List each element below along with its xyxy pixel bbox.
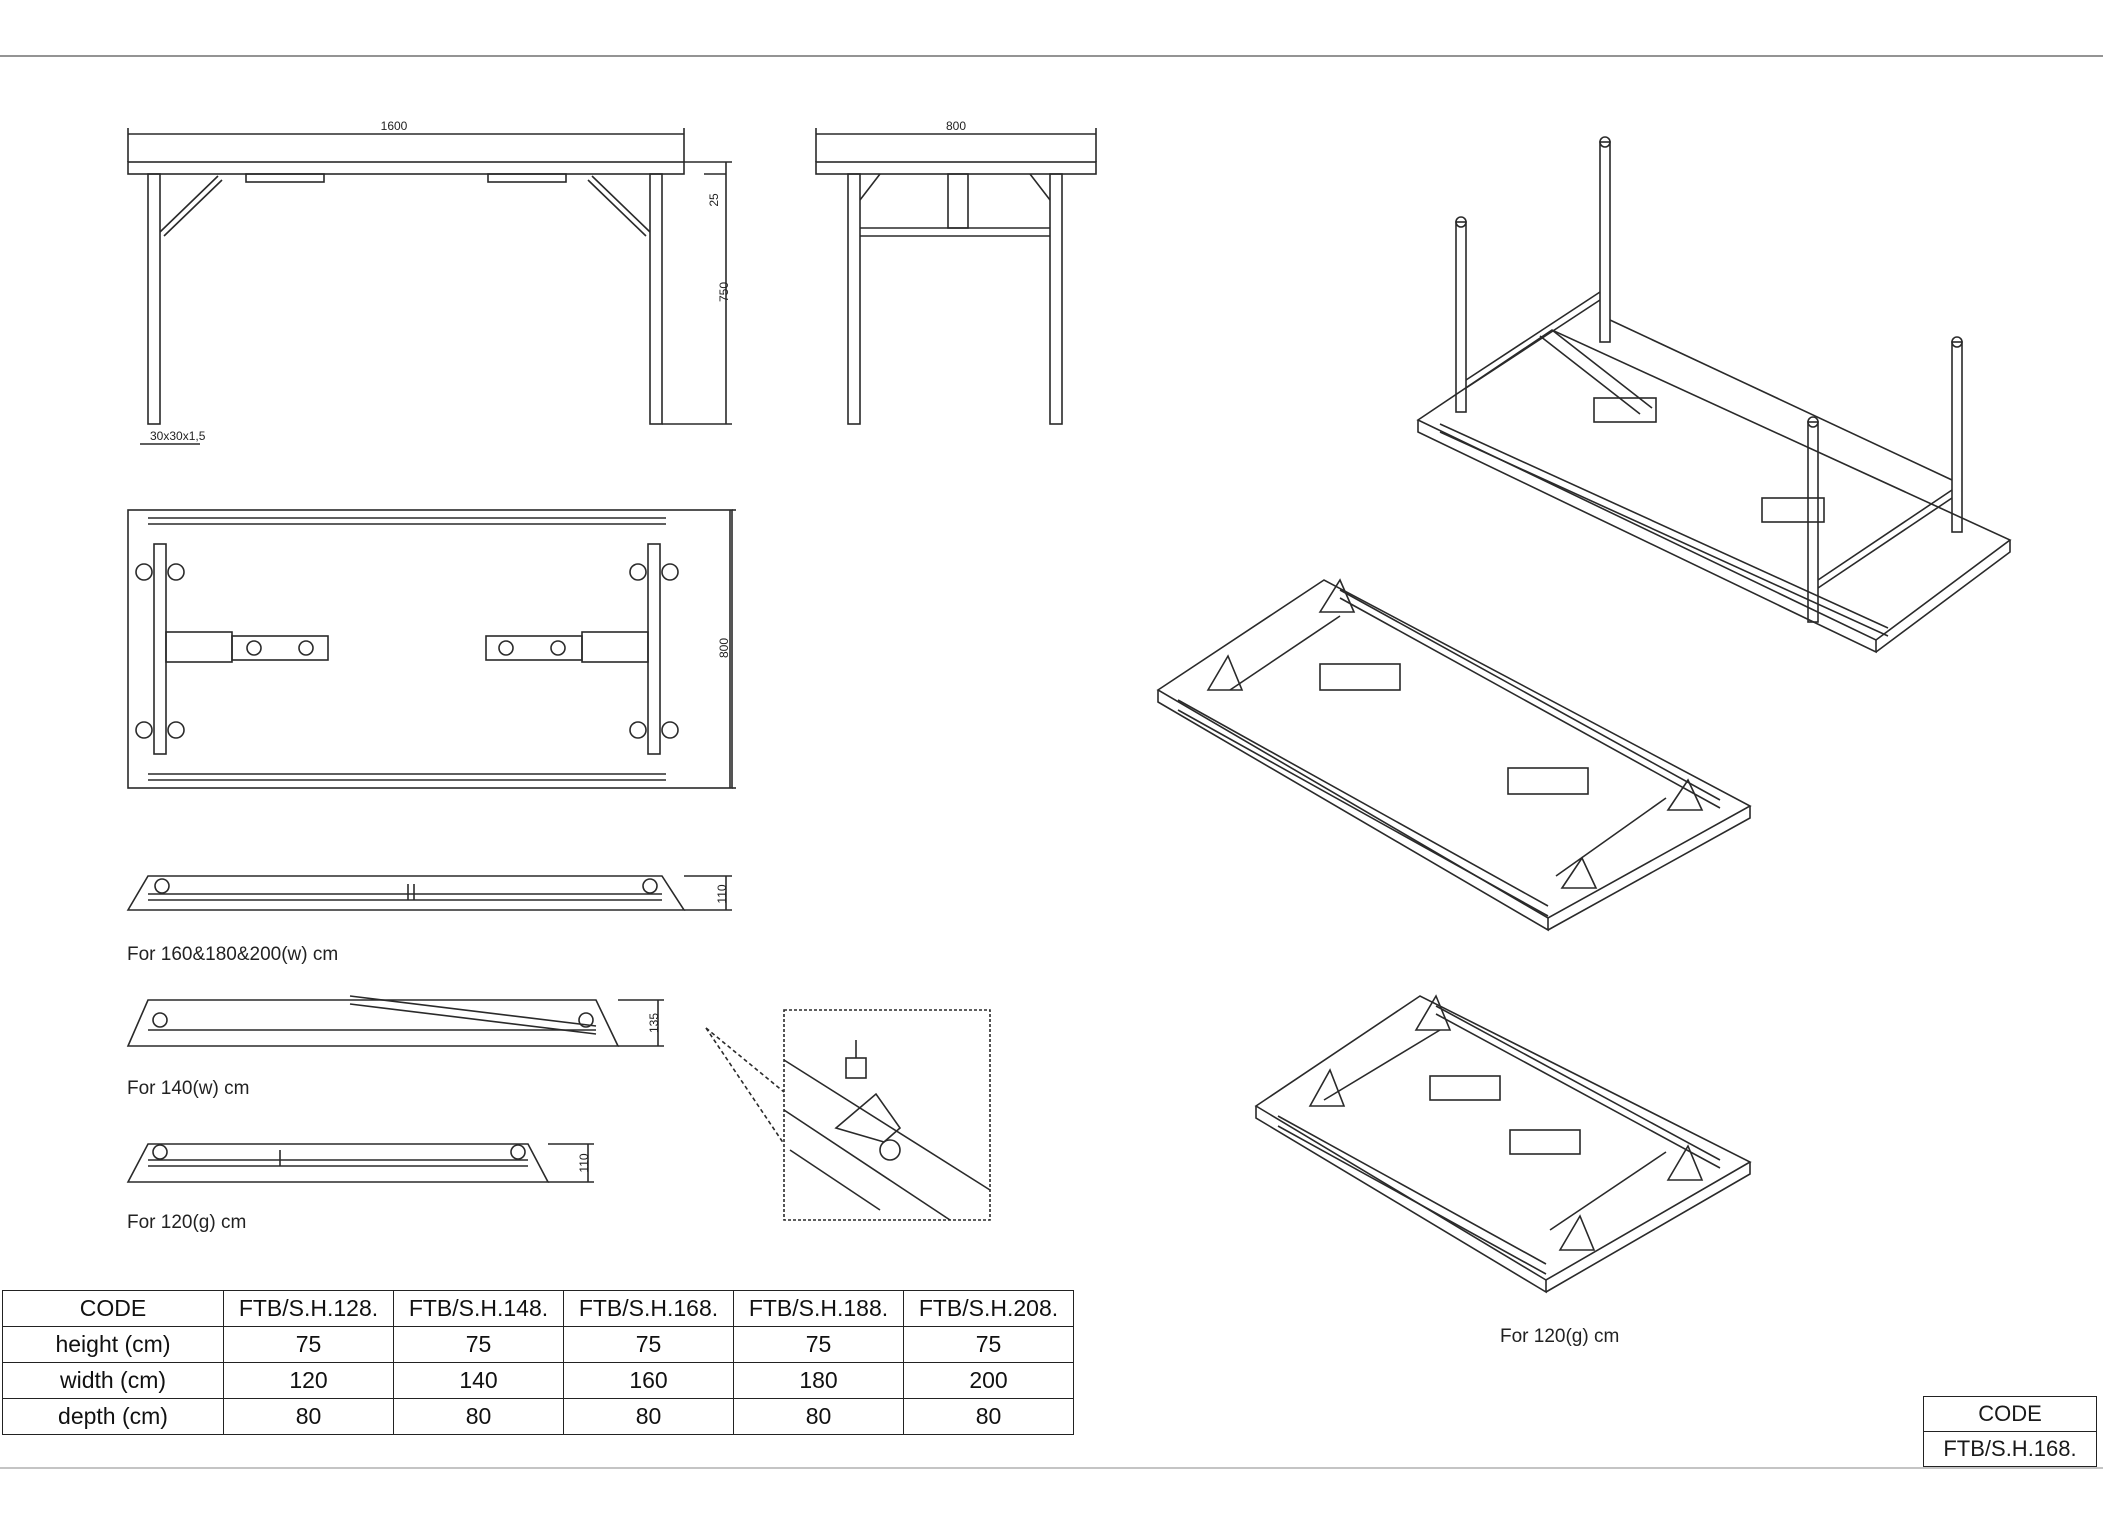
dim-apron: 25	[707, 193, 721, 207]
cell-value: 75	[223, 1326, 394, 1363]
cell-value: 80	[563, 1398, 734, 1435]
header-model: FTB/S.H.128.	[223, 1290, 394, 1327]
isometric-view-folded-120	[1254, 994, 1752, 1294]
cell-value: 75	[903, 1326, 1074, 1363]
cell-value: 80	[903, 1398, 1074, 1435]
header-model: FTB/S.H.188.	[733, 1290, 904, 1327]
folded-view-120	[126, 1143, 594, 1183]
folded-view-140	[126, 995, 664, 1047]
side-elevation	[815, 128, 1097, 425]
dim-folded-120: 110	[577, 1153, 591, 1172]
row-label: width (cm)	[2, 1362, 224, 1399]
spec-row-width: width (cm) 120 140 160 180 200	[2, 1362, 1074, 1399]
cell-value: 80	[223, 1398, 394, 1435]
cell-value: 140	[393, 1362, 564, 1399]
folded-view-160	[126, 875, 732, 911]
code-value: FTB/S.H.168.	[1923, 1431, 2097, 1467]
code-label: CODE	[1923, 1396, 2097, 1432]
dim-folded-160: 110	[715, 884, 729, 903]
cell-value: 75	[733, 1326, 904, 1363]
cell-value: 200	[903, 1362, 1074, 1399]
dim-height: 750	[717, 282, 731, 302]
header-model: FTB/S.H.168.	[563, 1290, 734, 1327]
plan-view	[127, 509, 736, 789]
row-label: depth (cm)	[2, 1398, 224, 1435]
caption-folded-120: For 120(g) cm	[127, 1212, 247, 1233]
isometric-view-legs-up	[1416, 136, 2012, 654]
spec-header-row: CODE FTB/S.H.128. FTB/S.H.148. FTB/S.H.1…	[2, 1290, 1074, 1327]
dim-folded-140: 135	[647, 1013, 661, 1033]
cell-value: 75	[563, 1326, 734, 1363]
header-model: FTB/S.H.148.	[393, 1290, 564, 1327]
cell-value: 180	[733, 1362, 904, 1399]
dim-plan-width: 800	[717, 638, 731, 658]
code-box: CODE FTB/S.H.168.	[1923, 1396, 2097, 1467]
caption-folded-140: For 140(w) cm	[127, 1078, 250, 1099]
cell-value: 80	[733, 1398, 904, 1435]
dim-length: 1600	[381, 119, 408, 133]
header-model: FTB/S.H.208.	[903, 1290, 1074, 1327]
dim-width: 800	[946, 119, 966, 133]
isometric-view-folded-160	[1156, 578, 1752, 932]
spec-row-depth: depth (cm) 80 80 80 80 80	[2, 1398, 1074, 1435]
cell-value: 80	[393, 1398, 564, 1435]
caption-folded-160: For 160&180&200(w) cm	[127, 944, 339, 965]
cell-value: 160	[563, 1362, 734, 1399]
cell-value: 75	[393, 1326, 564, 1363]
spec-table: CODE FTB/S.H.128. FTB/S.H.148. FTB/S.H.1…	[2, 1290, 1074, 1435]
detail-callout	[705, 1009, 991, 1221]
row-label: height (cm)	[2, 1326, 224, 1363]
cell-value: 120	[223, 1362, 394, 1399]
front-elevation	[127, 128, 732, 445]
caption-iso-120: For 120(g) cm	[1500, 1326, 1620, 1347]
dim-tube: 30x30x1,5	[150, 429, 206, 443]
spec-row-height: height (cm) 75 75 75 75 75	[2, 1326, 1074, 1363]
header-code: CODE	[2, 1290, 224, 1327]
